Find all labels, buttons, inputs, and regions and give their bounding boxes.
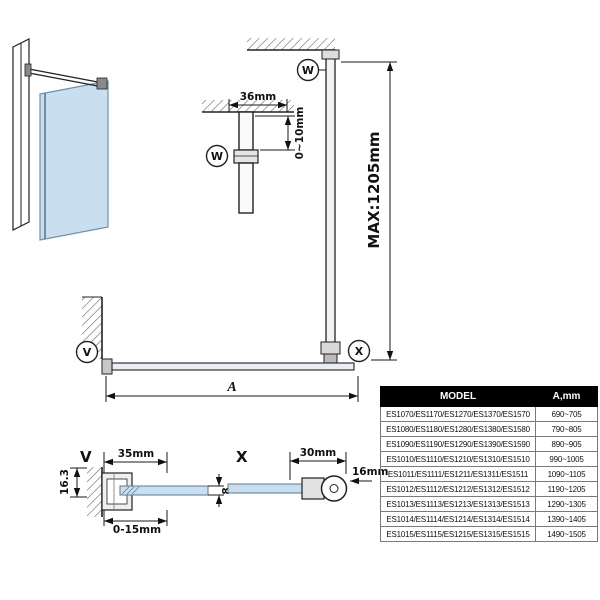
dim-profile-depth: 16.3 bbox=[59, 469, 71, 495]
ceiling-hatch-right bbox=[247, 38, 335, 50]
callout-w-bubble bbox=[205, 144, 229, 168]
dim-glass-adjust: 0-15mm bbox=[113, 524, 161, 536]
dim-bar-max: MAX:1205mm bbox=[365, 131, 383, 248]
callout-w-label: W bbox=[211, 150, 223, 163]
detail-w: 36mm W 0~10mm bbox=[202, 91, 306, 214]
table-row: ES1012/ES1112/ES1212/ES1312/ES1512 1190~… bbox=[380, 481, 598, 497]
bar-glass-clamp bbox=[96, 77, 108, 90]
callout-x-bubble bbox=[347, 339, 371, 363]
dim-ceiling-offset: 36mm bbox=[240, 91, 277, 103]
table-row: ES1011/ES1111/ES1211/ES1311/ES1511 1090~… bbox=[380, 466, 598, 482]
model-cell: ES1080/ES1180/ES1280/ES1380/ES1580 bbox=[380, 421, 536, 437]
detail-v-title: V bbox=[80, 448, 92, 466]
a-cell: 1090~1105 bbox=[535, 466, 598, 482]
glass-section-v bbox=[119, 485, 209, 496]
bar-wall-bracket bbox=[24, 63, 32, 77]
table-row: ES1014/ES1114/ES1214/ES1314/ES1514 1390~… bbox=[380, 511, 598, 527]
table-row: ES1015/ES1115/ES1215/ES1315/ES1515 1490~… bbox=[380, 526, 598, 542]
a-cell: 690~705 bbox=[535, 406, 598, 422]
wall-hatch-detail bbox=[87, 467, 102, 517]
table-header-row: MODEL A,mm bbox=[380, 386, 598, 407]
support-bar bbox=[325, 49, 336, 353]
dim-clamp-height: 16mm bbox=[352, 466, 389, 478]
table-row: ES1090/ES1190/ES1290/ES1390/ES1590 890~9… bbox=[380, 436, 598, 452]
wall-profile-plan bbox=[101, 358, 113, 375]
a-cell: 990~1005 bbox=[535, 451, 598, 467]
ceiling-mount bbox=[321, 49, 340, 60]
support-tube-lower bbox=[238, 162, 254, 214]
callout-w-top-label: W bbox=[302, 64, 314, 77]
glass-panel bbox=[39, 80, 109, 241]
table-row: ES1080/ES1180/ES1280/ES1380/ES1580 790~8… bbox=[380, 421, 598, 437]
support-bar-elevation: W X MAX:1205mm bbox=[247, 38, 397, 366]
bar-clamp bbox=[301, 477, 325, 500]
dim-clamp-length: 30mm bbox=[300, 447, 337, 459]
model-cell: ES1015/ES1115/ES1215/ES1315/ES1515 bbox=[380, 526, 536, 542]
glass-plan bbox=[111, 362, 355, 371]
callout-x-label: X bbox=[355, 345, 364, 358]
detail-v: V 35mm 16.3 8 bbox=[59, 448, 233, 536]
table-row: ES1013/ES1113/ES1213/ES1313/ES1513 1290~… bbox=[380, 496, 598, 512]
a-cell: 1190~1205 bbox=[535, 481, 598, 497]
detail-x: X 30mm 16mm bbox=[227, 447, 389, 502]
model-cell: ES1090/ES1190/ES1290/ES1390/ES1590 bbox=[380, 436, 536, 452]
bar-cross-section bbox=[320, 475, 348, 502]
table-row: ES1010/ES1110/ES1210/ES1310/ES1510 990~1… bbox=[380, 451, 598, 467]
dim-ceiling-adjust: 0~10mm bbox=[294, 107, 306, 160]
plan-view: V A bbox=[75, 296, 359, 402]
tube-clamp bbox=[233, 149, 259, 164]
model-cell: ES1012/ES1112/ES1212/ES1312/ES1512 bbox=[380, 481, 536, 497]
table-header-model: MODEL bbox=[380, 386, 536, 407]
model-cell: ES1013/ES1113/ES1213/ES1313/ES1513 bbox=[380, 496, 536, 512]
model-cell: ES1011/ES1111/ES1211/ES1311/ES1511 bbox=[380, 466, 536, 482]
model-cell: ES1014/ES1114/ES1214/ES1314/ES1514 bbox=[380, 511, 536, 527]
a-cell: 1490~1505 bbox=[535, 526, 598, 542]
model-table: MODEL A,mm ES1070/ES1170/ES1270/ES1370/E… bbox=[380, 386, 598, 542]
callout-v-label: V bbox=[83, 346, 92, 359]
glass-section-x bbox=[227, 483, 307, 494]
panel-3d-view bbox=[12, 38, 109, 241]
table-row: ES1070/ES1170/ES1270/ES1370/ES1570 690~7… bbox=[380, 406, 598, 422]
table-header-amm: A,mm bbox=[535, 386, 598, 407]
a-cell: 1290~1305 bbox=[535, 496, 598, 512]
model-cell: ES1010/ES1110/ES1210/ES1310/ES1510 bbox=[380, 451, 536, 467]
support-tube-upper bbox=[238, 111, 254, 151]
support-bar-3d bbox=[28, 68, 104, 84]
a-cell: 790~805 bbox=[535, 421, 598, 437]
detail-x-title: X bbox=[236, 448, 248, 466]
dim-glass-thickness: 8 bbox=[221, 487, 233, 494]
model-cell: ES1070/ES1170/ES1270/ES1370/ES1570 bbox=[380, 406, 536, 422]
corner-fitting bbox=[320, 341, 341, 355]
a-cell: 890~905 bbox=[535, 436, 598, 452]
dim-profile-width: 35mm bbox=[118, 448, 155, 460]
callout-v-bubble bbox=[75, 340, 99, 364]
a-cell: 1390~1405 bbox=[535, 511, 598, 527]
dim-width-a: A bbox=[226, 380, 236, 395]
